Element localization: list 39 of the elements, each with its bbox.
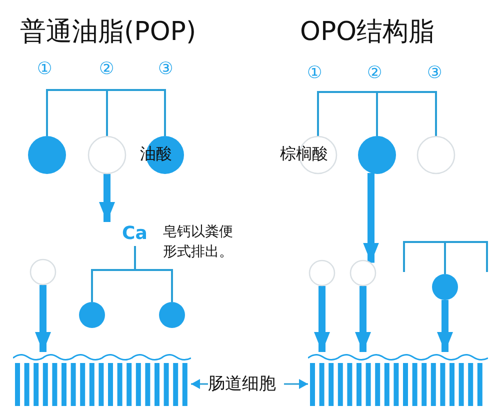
empty-fatty-acid-circle (87, 135, 127, 175)
arrow (35, 285, 51, 352)
note-text: 皂钙以粪便形式排出。 (163, 223, 234, 262)
empty-fatty-acid-circle (349, 259, 377, 287)
connector-line (134, 246, 173, 302)
arrow (314, 286, 330, 352)
intestinal-cells-drawing (13, 352, 191, 406)
connector-line (376, 91, 437, 136)
arrow (191, 379, 208, 389)
connector-line (403, 241, 488, 275)
filled-fatty-acid-circle (357, 135, 397, 175)
intestinal-cells-drawing (308, 352, 488, 406)
panel-heading: 普通油脂(POP) (20, 18, 196, 47)
calcium-symbol: Ca (122, 222, 148, 246)
filled-fatty-acid-circle (27, 135, 67, 175)
intestinal-cells-label: 肠道细胞 (208, 372, 284, 396)
filled-fatty-acid-circle (431, 273, 459, 301)
panel-heading: OPO结构脂 (300, 18, 435, 47)
position-number: ② (367, 64, 382, 83)
empty-fatty-acid-circle (308, 259, 336, 287)
arrow (437, 300, 453, 352)
arrow (363, 173, 379, 263)
empty-fatty-acid-circle (280, 135, 340, 175)
arrow (99, 174, 115, 222)
empty-fatty-acid-circle (29, 258, 57, 286)
position-number: ③ (427, 64, 442, 83)
filled-fatty-acid-circle (78, 301, 106, 329)
connector-line (317, 91, 378, 136)
position-number: ① (37, 60, 52, 79)
position-number: ③ (158, 60, 174, 79)
filled-fatty-acid-circle (158, 301, 186, 329)
fatty-acid-label: 棕榈酸 (280, 144, 328, 164)
position-number: ① (307, 64, 322, 83)
position-number: ② (99, 60, 114, 79)
connector-line (46, 89, 108, 136)
arrow (355, 286, 371, 352)
empty-fatty-acid-circle (416, 135, 456, 175)
arrow (284, 379, 308, 389)
connector-line (106, 89, 166, 136)
